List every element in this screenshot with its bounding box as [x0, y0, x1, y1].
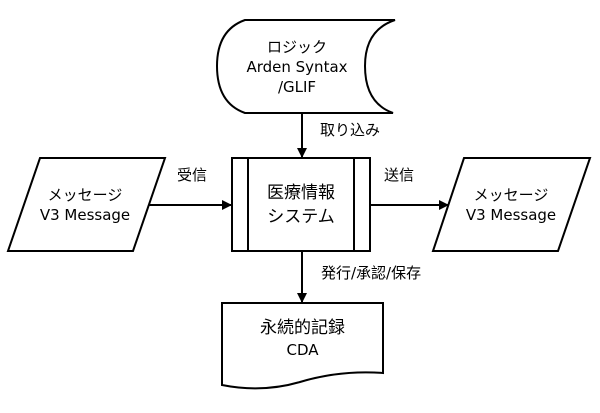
- message-in-subtitle: V3 Message: [39, 206, 131, 224]
- logic-subtitle-2: /GLIF: [277, 78, 317, 96]
- system-node: 医療情報 システム: [249, 160, 353, 249]
- record-node-shape: [221, 302, 384, 390]
- system-subtitle: システム: [267, 206, 335, 227]
- message-out-node-shape: [431, 157, 592, 252]
- issue-label: 発行/承認/保存: [321, 264, 422, 282]
- message-in-title: メッセージ: [47, 186, 123, 204]
- send-label: 送信: [384, 166, 415, 184]
- system-title: 医療情報: [267, 182, 335, 203]
- logic-node-shape: [215, 19, 396, 114]
- message-out-node: メッセージ V3 Message: [446, 165, 576, 245]
- record-title: 永続的記録: [260, 318, 345, 338]
- receive-label: 受信: [177, 166, 208, 184]
- record-subtitle: CDA: [286, 341, 319, 359]
- message-in-node-shape: [6, 157, 167, 252]
- message-out-title: メッセージ: [473, 186, 549, 204]
- message-in-node: メッセージ V3 Message: [20, 165, 150, 245]
- record-node: 永続的記録 CDA: [222, 310, 383, 366]
- import-label: 取り込み: [320, 121, 381, 139]
- system-node-shape: [231, 157, 371, 252]
- logic-title: ロジック: [266, 38, 327, 56]
- message-out-subtitle: V3 Message: [465, 206, 557, 224]
- logic-node: ロジック Arden Syntax /GLIF: [222, 26, 372, 108]
- logic-subtitle: Arden Syntax: [246, 58, 348, 76]
